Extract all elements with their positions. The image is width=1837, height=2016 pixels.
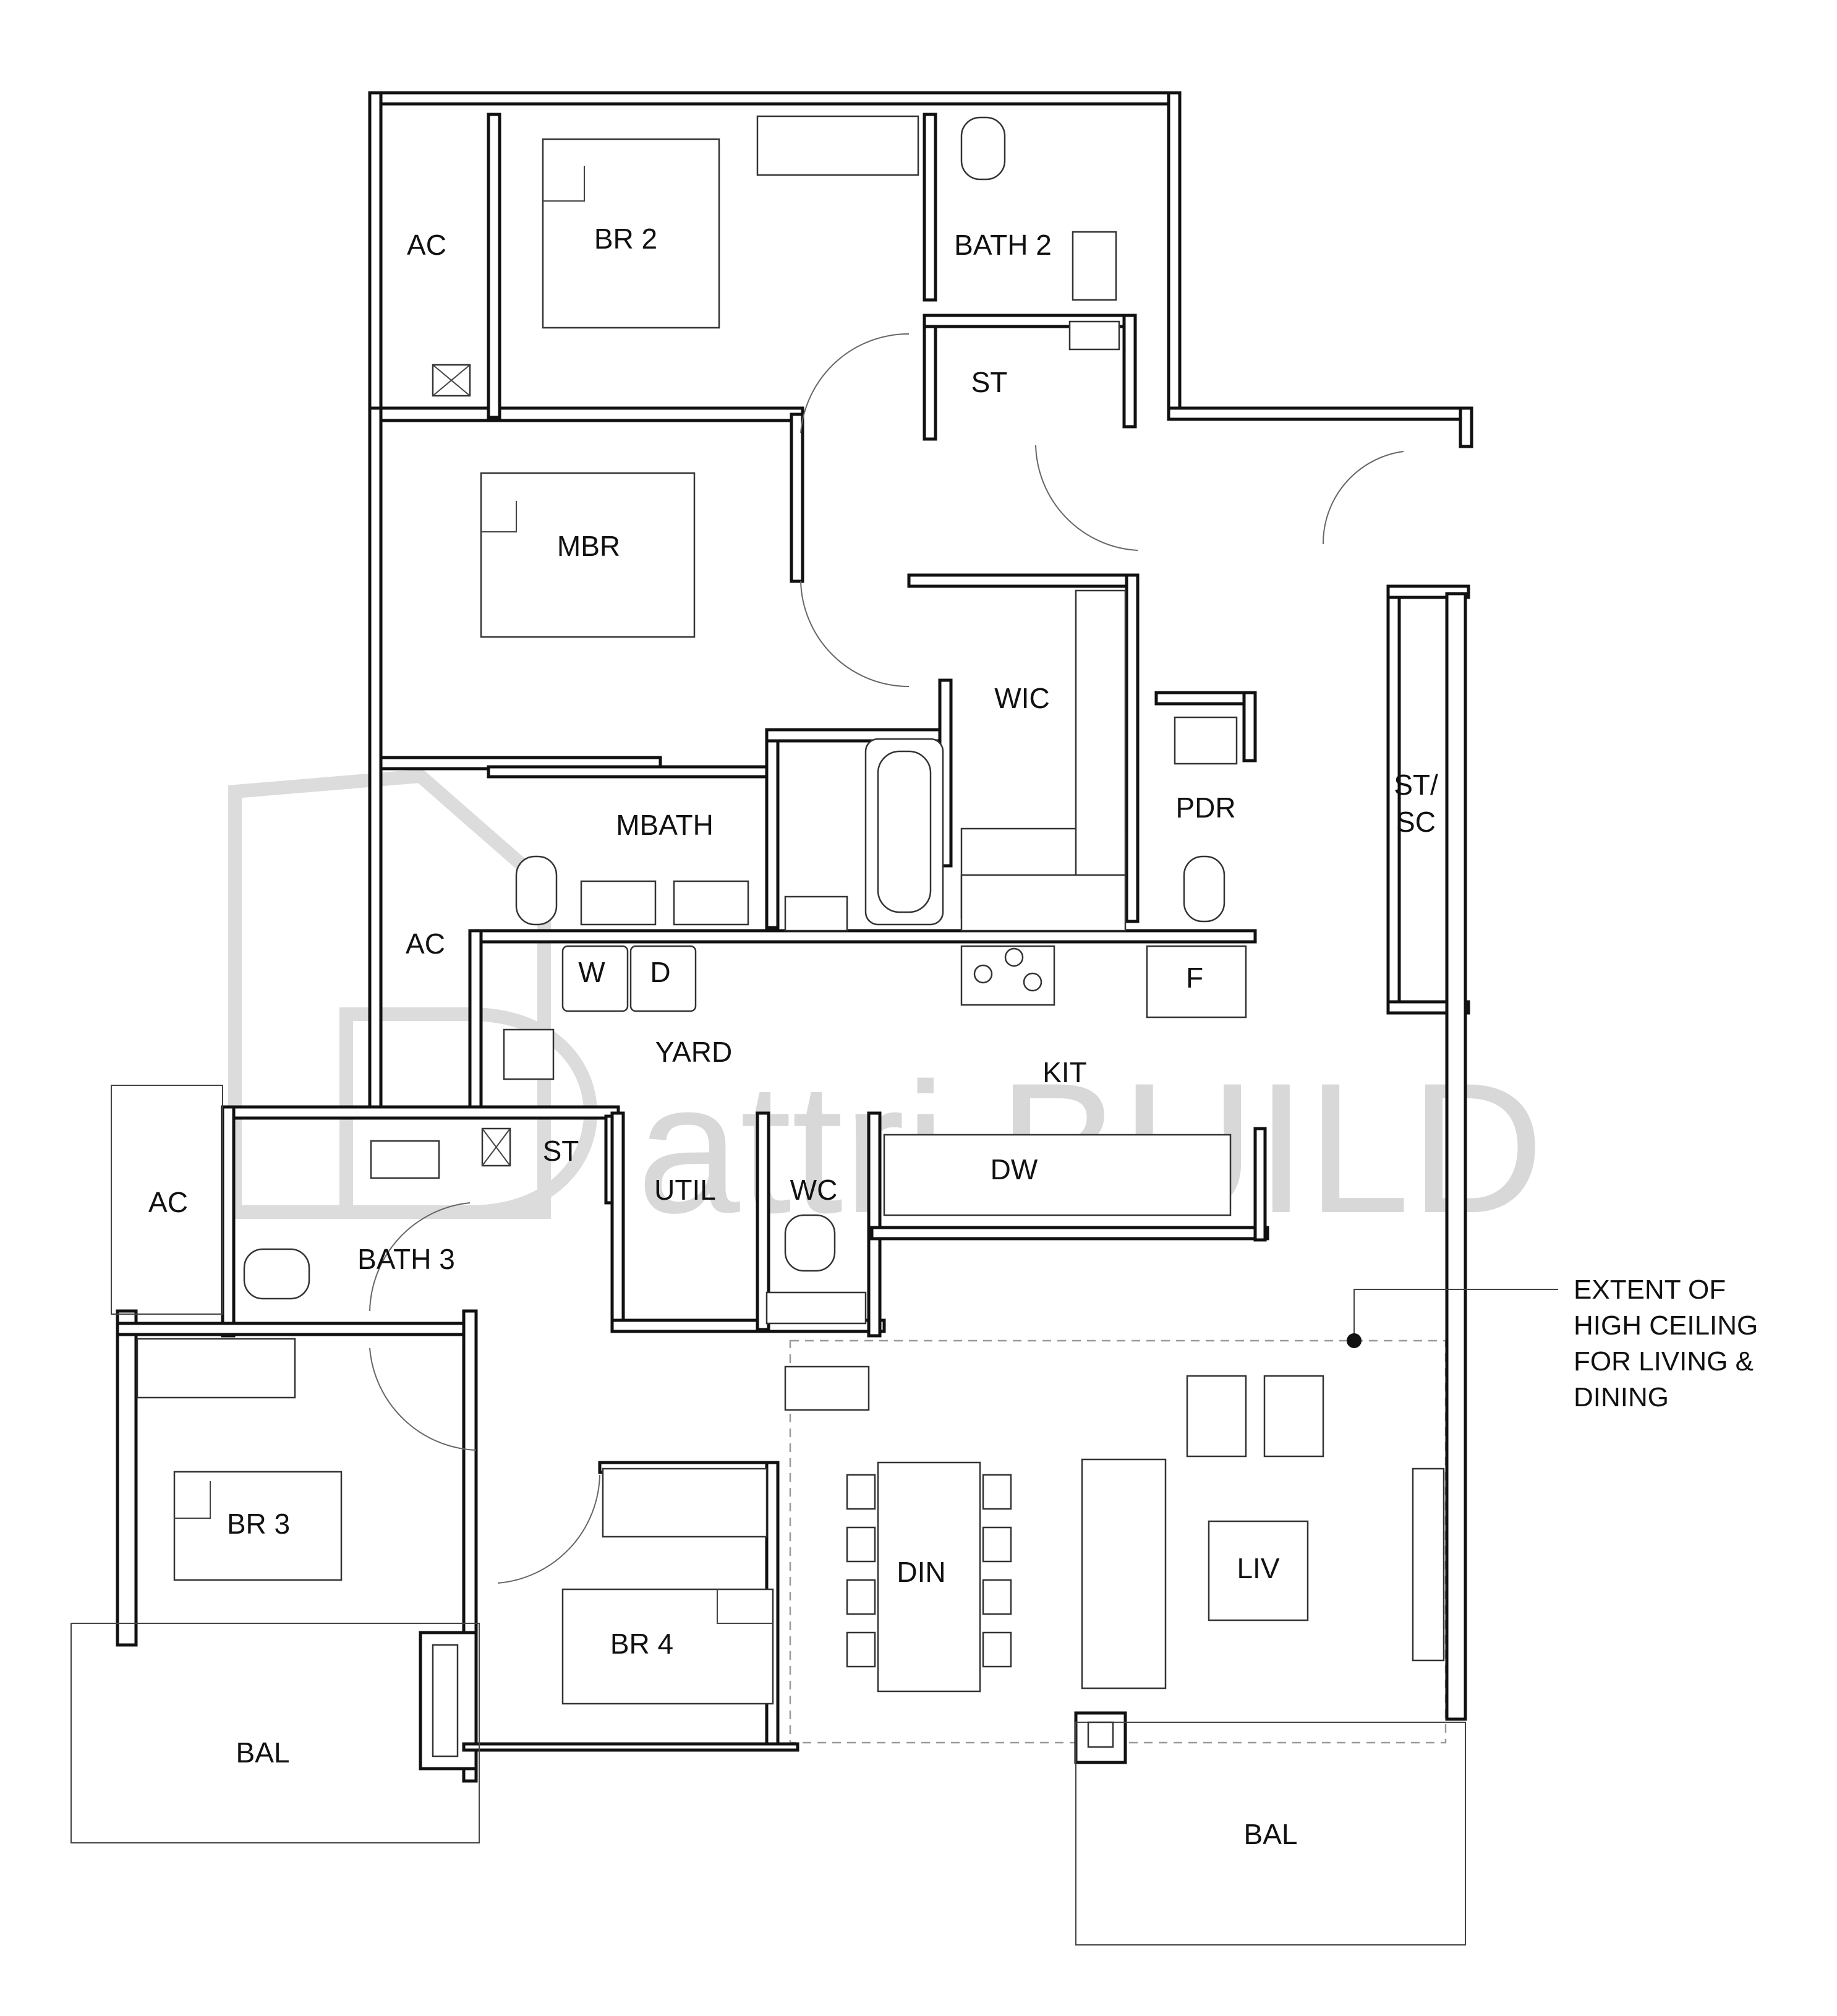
callout-leader-line [1353, 1289, 1558, 1341]
room-label-st-top: ST [971, 366, 1008, 398]
room-labels: AC BR 2 BATH 2 ST MBR WIC PDR ST/ SC MBA… [148, 223, 1438, 1850]
callout-text-line2: HIGH CEILING [1574, 1310, 1758, 1341]
kitchen-appliances [561, 945, 1247, 1216]
room-label-util: UTIL [654, 1174, 716, 1206]
room-label-d: D [650, 956, 670, 988]
living-dining-furniture [846, 1375, 1445, 1693]
room-label-f: F [1186, 962, 1203, 994]
room-label-yard: YARD [655, 1036, 732, 1068]
room-label-w: W [578, 956, 605, 988]
room-label-din: DIN [897, 1556, 945, 1588]
room-label-pdr: PDR [1175, 792, 1235, 824]
room-label-bal-left: BAL [236, 1736, 290, 1769]
walls [116, 91, 1473, 1783]
beds [173, 138, 774, 1705]
room-label-dw: DW [991, 1153, 1038, 1185]
room-label-br3: BR 3 [227, 1508, 290, 1540]
room-label-mbr: MBR [557, 530, 620, 562]
room-label-ac-mid: AC [406, 928, 445, 960]
room-label-br2: BR 2 [594, 223, 657, 255]
wardrobes [136, 115, 1127, 1538]
high-ceiling-callout: EXTENT OF HIGH CEILING FOR LIVING & DINI… [1347, 1275, 1758, 1412]
room-label-st-sc-line2: SC [1396, 806, 1436, 838]
room-label-ac-top: AC [407, 229, 446, 261]
room-label-st-sc-line1: ST/ [1394, 769, 1438, 801]
doors [369, 333, 1404, 1584]
room-label-bath2: BATH 2 [954, 229, 1052, 261]
callout-text-line1: EXTENT OF [1574, 1275, 1726, 1305]
room-label-liv: LIV [1237, 1552, 1279, 1584]
room-label-wc: WC [790, 1174, 838, 1206]
callout-text-line4: DINING [1574, 1382, 1669, 1412]
room-label-bath3: BATH 3 [357, 1243, 455, 1275]
callout-dot [1347, 1333, 1362, 1348]
room-label-st-mid: ST [543, 1135, 579, 1167]
room-label-br4: BR 4 [610, 1628, 673, 1660]
room-label-bal-right: BAL [1244, 1818, 1298, 1850]
room-label-wic: WIC [994, 682, 1049, 714]
room-label-mbath: MBATH [616, 809, 714, 841]
callout-text-line3: FOR LIVING & [1574, 1346, 1754, 1377]
balconies [70, 1085, 1466, 1946]
room-label-ac-left: AC [148, 1186, 188, 1218]
service-boxes [432, 320, 1120, 1758]
room-label-kit: KIT [1042, 1056, 1087, 1088]
bath-fixtures [243, 116, 1238, 1411]
